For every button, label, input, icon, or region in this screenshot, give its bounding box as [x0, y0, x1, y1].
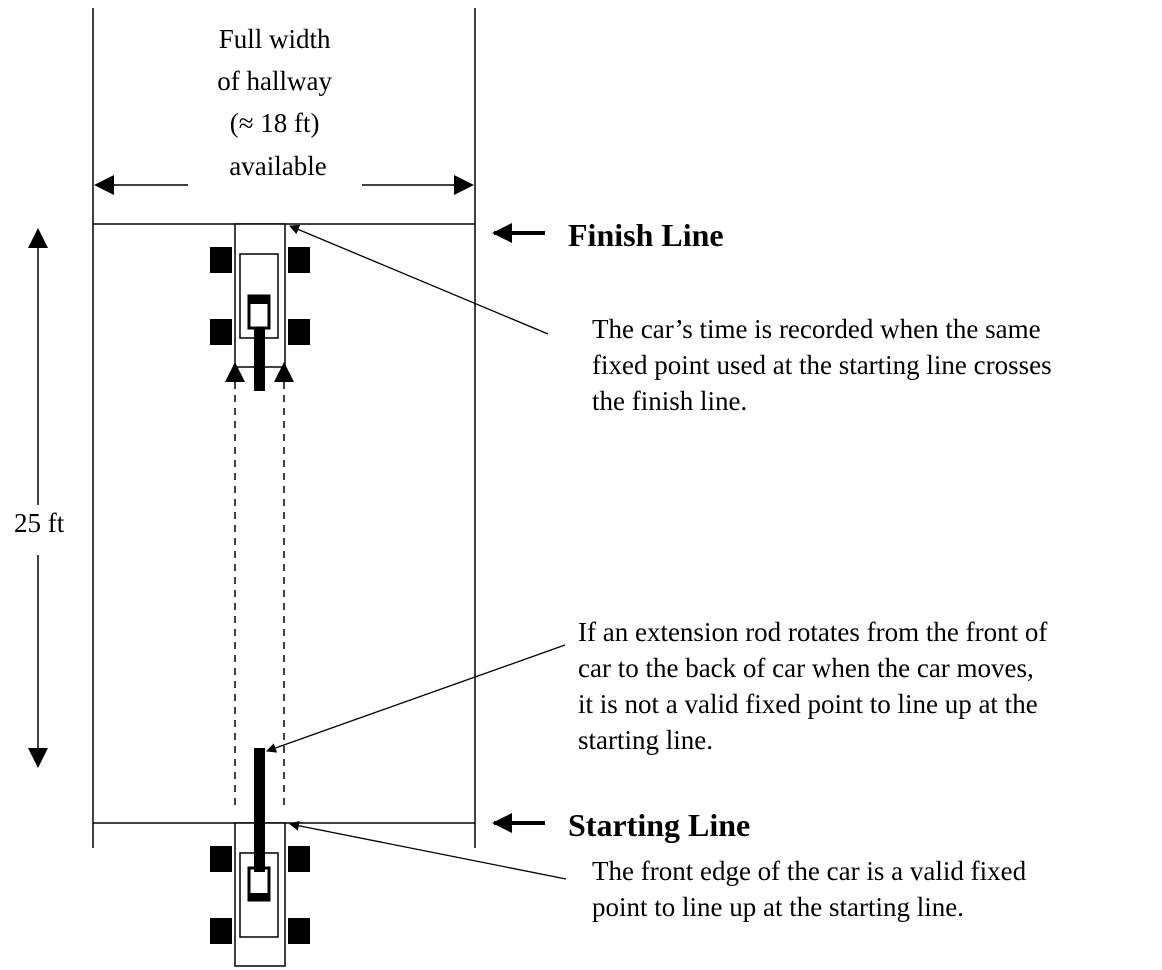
- rod-note-line: it is not a valid fixed point to line up…: [578, 689, 1038, 719]
- finish-note-line: fixed point used at the starting line cr…: [592, 350, 1052, 380]
- car-at-start: [210, 748, 310, 967]
- finish-note: The car’s time is recorded when the same…: [592, 314, 1058, 416]
- start-note-leader: [289, 820, 567, 880]
- rod-note-leader: [266, 644, 566, 753]
- rod-note: If an extension rod rotates from the fro…: [578, 617, 1054, 755]
- start-note-line: point to line up at the starting line.: [592, 892, 964, 922]
- width-label-line: of hallway: [217, 66, 332, 96]
- finish-note-line: The car’s time is recorded when the same: [592, 314, 1041, 344]
- rod-note-line: car to the back of car when the car move…: [578, 653, 1034, 683]
- start-note: The front edge of the car is a valid fix…: [592, 856, 1033, 922]
- starting-line-title: Starting Line: [568, 807, 750, 843]
- finish-note-leader: [289, 224, 549, 335]
- width-label-line: Full width: [219, 24, 331, 54]
- rod-note-line: starting line.: [578, 725, 713, 755]
- car-at-finish: [210, 223, 310, 391]
- finish-note-line: the finish line.: [592, 386, 747, 416]
- length-label: 25 ft: [14, 508, 65, 538]
- start-note-line: The front edge of the car is a valid fix…: [592, 856, 1027, 886]
- hallway-width-label: Full width of hallway (≈ 18 ft) availabl…: [217, 24, 338, 181]
- width-label-line: available: [229, 151, 326, 181]
- rod-note-line: If an extension rod rotates from the fro…: [578, 617, 1047, 647]
- finish-line-title: Finish Line: [568, 217, 724, 253]
- width-label-line: (≈ 18 ft): [230, 108, 320, 138]
